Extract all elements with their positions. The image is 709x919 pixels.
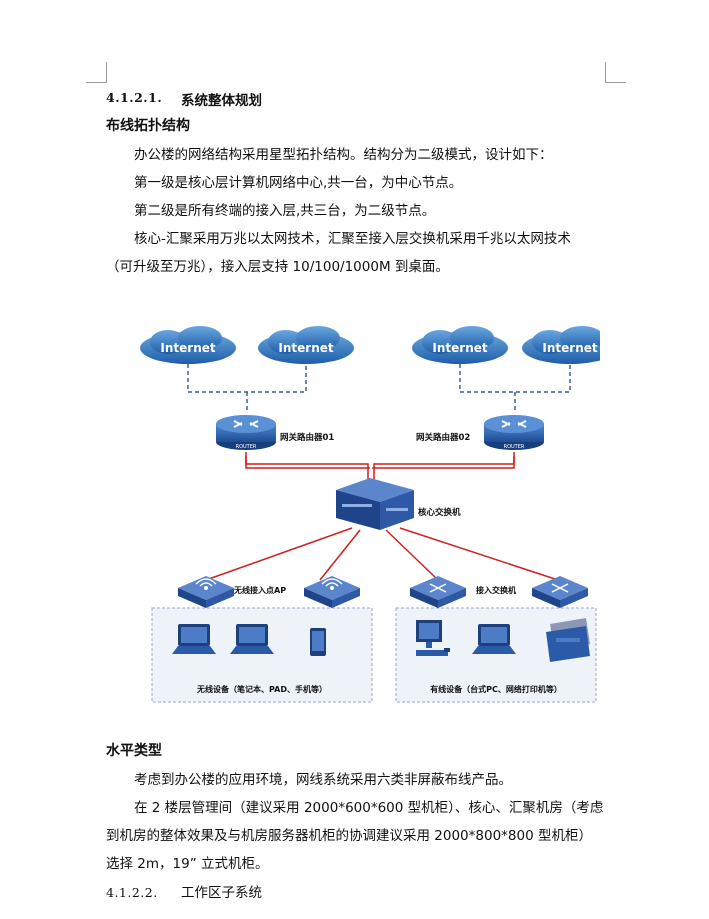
wireless-ap-icon — [304, 576, 360, 608]
network-printer-icon — [546, 618, 590, 662]
wired-devices-label: 有线设备（台式PC、网络打印机等） — [430, 684, 562, 694]
core-switch-icon — [336, 478, 414, 530]
router-icon: ROUTER — [484, 415, 544, 450]
access-switch-icon — [410, 576, 466, 608]
crop-mark-left — [86, 62, 107, 83]
wireless-ap-icon — [178, 576, 234, 608]
internet-cloud-icon: Internet — [140, 326, 236, 364]
internet-cloud-icon: Internet — [522, 326, 618, 364]
crop-mark-right — [605, 62, 626, 83]
laptop-icon — [172, 624, 216, 654]
next-section-title: 工作区子系统 — [181, 885, 262, 901]
laptop-icon — [230, 624, 274, 654]
topology-paragraph: 核心-汇聚采用万兆以太网技术，汇聚至接入层交换机采用千兆以太网技术 — [134, 231, 571, 247]
horizontal-paragraph: 选择 2m，19” 立式机柜。 — [106, 856, 269, 872]
wireless-ap-label: 无线接入点AP — [233, 585, 286, 595]
core-switch-label: 核心交换机 — [418, 507, 461, 518]
topology-paragraph: 第一级是核心层计算机网络中心,共一台，为中心节点。 — [134, 175, 463, 191]
dashed-links — [187, 364, 571, 413]
topology-heading: 布线拓扑结构 — [106, 118, 190, 134]
router-badge: ROUTER — [236, 444, 257, 450]
horizontal-paragraph: 考虑到办公楼的应用环境，网线系统采用六类非屏蔽布线产品。 — [134, 772, 512, 788]
next-section-number: 4.1.2.2. — [106, 885, 158, 900]
router-2-label: 网关路由器02 — [416, 432, 470, 443]
topology-paragraph: 第二级是所有终端的接入层,共三台，为二级节点。 — [134, 203, 436, 219]
section-number: 4.1.2.1. — [106, 90, 163, 105]
horizontal-paragraph: 到机房的整体效果及与机房服务器机柜的协调建议采用 2000*800*800 型机… — [106, 828, 592, 844]
topology-paragraph: 办公楼的网络结构采用星型拓扑结构。结构分为二级模式，设计如下： — [134, 147, 553, 163]
router-badge: ROUTER — [504, 444, 525, 450]
horizontal-paragraph: 在 2 楼层管理间（建议采用 2000*600*600 型机柜）、核心、汇聚机房… — [134, 800, 604, 816]
internet-label: Internet — [432, 341, 487, 355]
internet-label: Internet — [160, 341, 215, 355]
router-1-label: 网关路由器01 — [280, 432, 334, 443]
mobile-device-icon — [310, 628, 326, 656]
network-topology-diagram: Internet Internet Internet Internet ROUT… — [138, 318, 618, 708]
internet-label: Internet — [542, 341, 597, 355]
wireless-devices-label: 无线设备（笔记本、PAD、手机等） — [196, 684, 327, 694]
section-title: 系统整体规划 — [181, 93, 262, 109]
desktop-pc-icon — [416, 620, 450, 656]
internet-cloud-icon: Internet — [258, 326, 354, 364]
internet-cloud-icon: Internet — [412, 326, 508, 364]
downlink-red-links — [205, 527, 559, 581]
uplink-red-links — [245, 452, 515, 480]
access-switch-label: 接入交换机 — [476, 585, 516, 595]
wireless-devices-panel — [151, 607, 373, 703]
horizontal-heading: 水平类型 — [106, 743, 162, 759]
router-icon: ROUTER — [216, 415, 276, 450]
topology-paragraph: （可升级至万兆），接入层支持 10/100/1000M 到桌面。 — [106, 259, 449, 275]
access-switch-icon — [532, 576, 588, 608]
laptop-icon — [472, 624, 516, 654]
internet-label: Internet — [278, 341, 333, 355]
